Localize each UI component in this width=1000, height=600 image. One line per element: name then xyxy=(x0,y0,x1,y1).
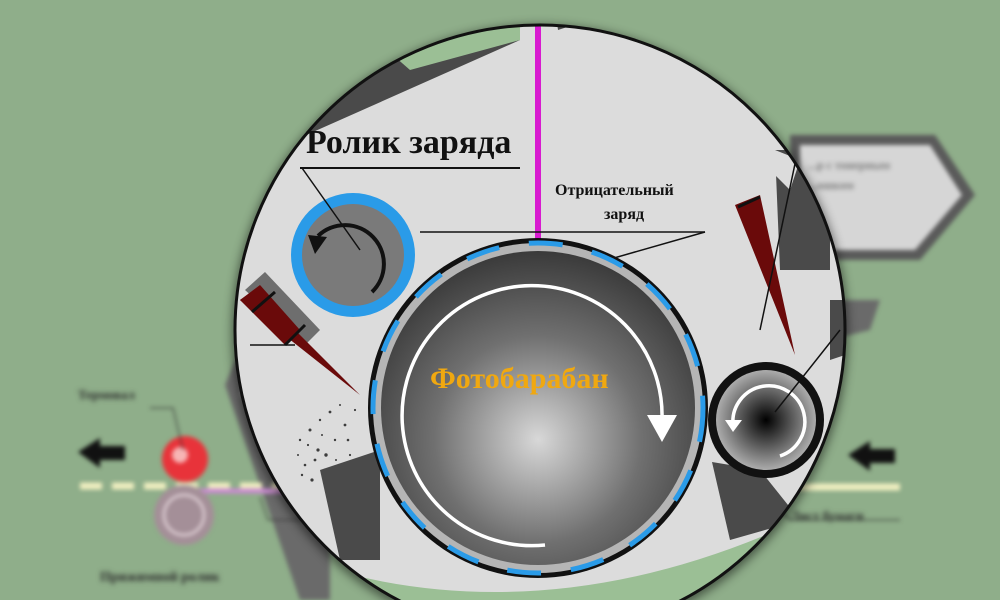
toner-callout-line2: ...ошком xyxy=(808,178,854,192)
photodrum-label: Фотобарабан xyxy=(430,362,609,395)
toner-callout-line1: ...р с тонерным xyxy=(808,158,891,172)
fuser-label: Термовал xyxy=(78,387,135,402)
charge-roller-label: Ролик заряда xyxy=(306,124,512,161)
negative-charge-label-line2: заряд xyxy=(604,206,645,223)
pressure-roller-label: Прижимной ролик xyxy=(100,570,220,585)
negative-charge-label-line1: Отрицательный xyxy=(555,182,674,199)
paper-sheet-label: Лист бумаги xyxy=(790,508,864,523)
